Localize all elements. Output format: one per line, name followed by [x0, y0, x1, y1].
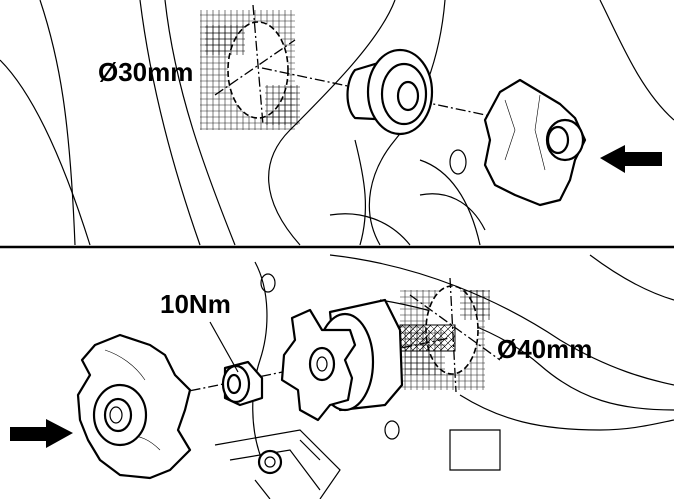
top-star-knob — [483, 78, 587, 207]
bottom-clamp-body — [280, 298, 404, 422]
arrow-left-icon — [600, 145, 662, 173]
torque-leader-line — [209, 321, 239, 373]
top-bushing — [346, 48, 434, 136]
bottom-diameter-label: Ø40mm — [497, 334, 592, 364]
bottom-panel: 10Nm Ø40mm — [10, 254, 674, 499]
torque-label: 10Nm — [160, 289, 231, 319]
top-diameter-label: Ø30mm — [98, 57, 193, 87]
top-hole-30mm — [200, 4, 300, 130]
top-panel: Ø30mm — [0, 0, 674, 246]
bottom-nut — [221, 360, 264, 407]
bottom-frame-outline — [214, 254, 674, 499]
arrow-right-icon — [10, 419, 73, 448]
bottom-star-knob — [76, 333, 192, 480]
